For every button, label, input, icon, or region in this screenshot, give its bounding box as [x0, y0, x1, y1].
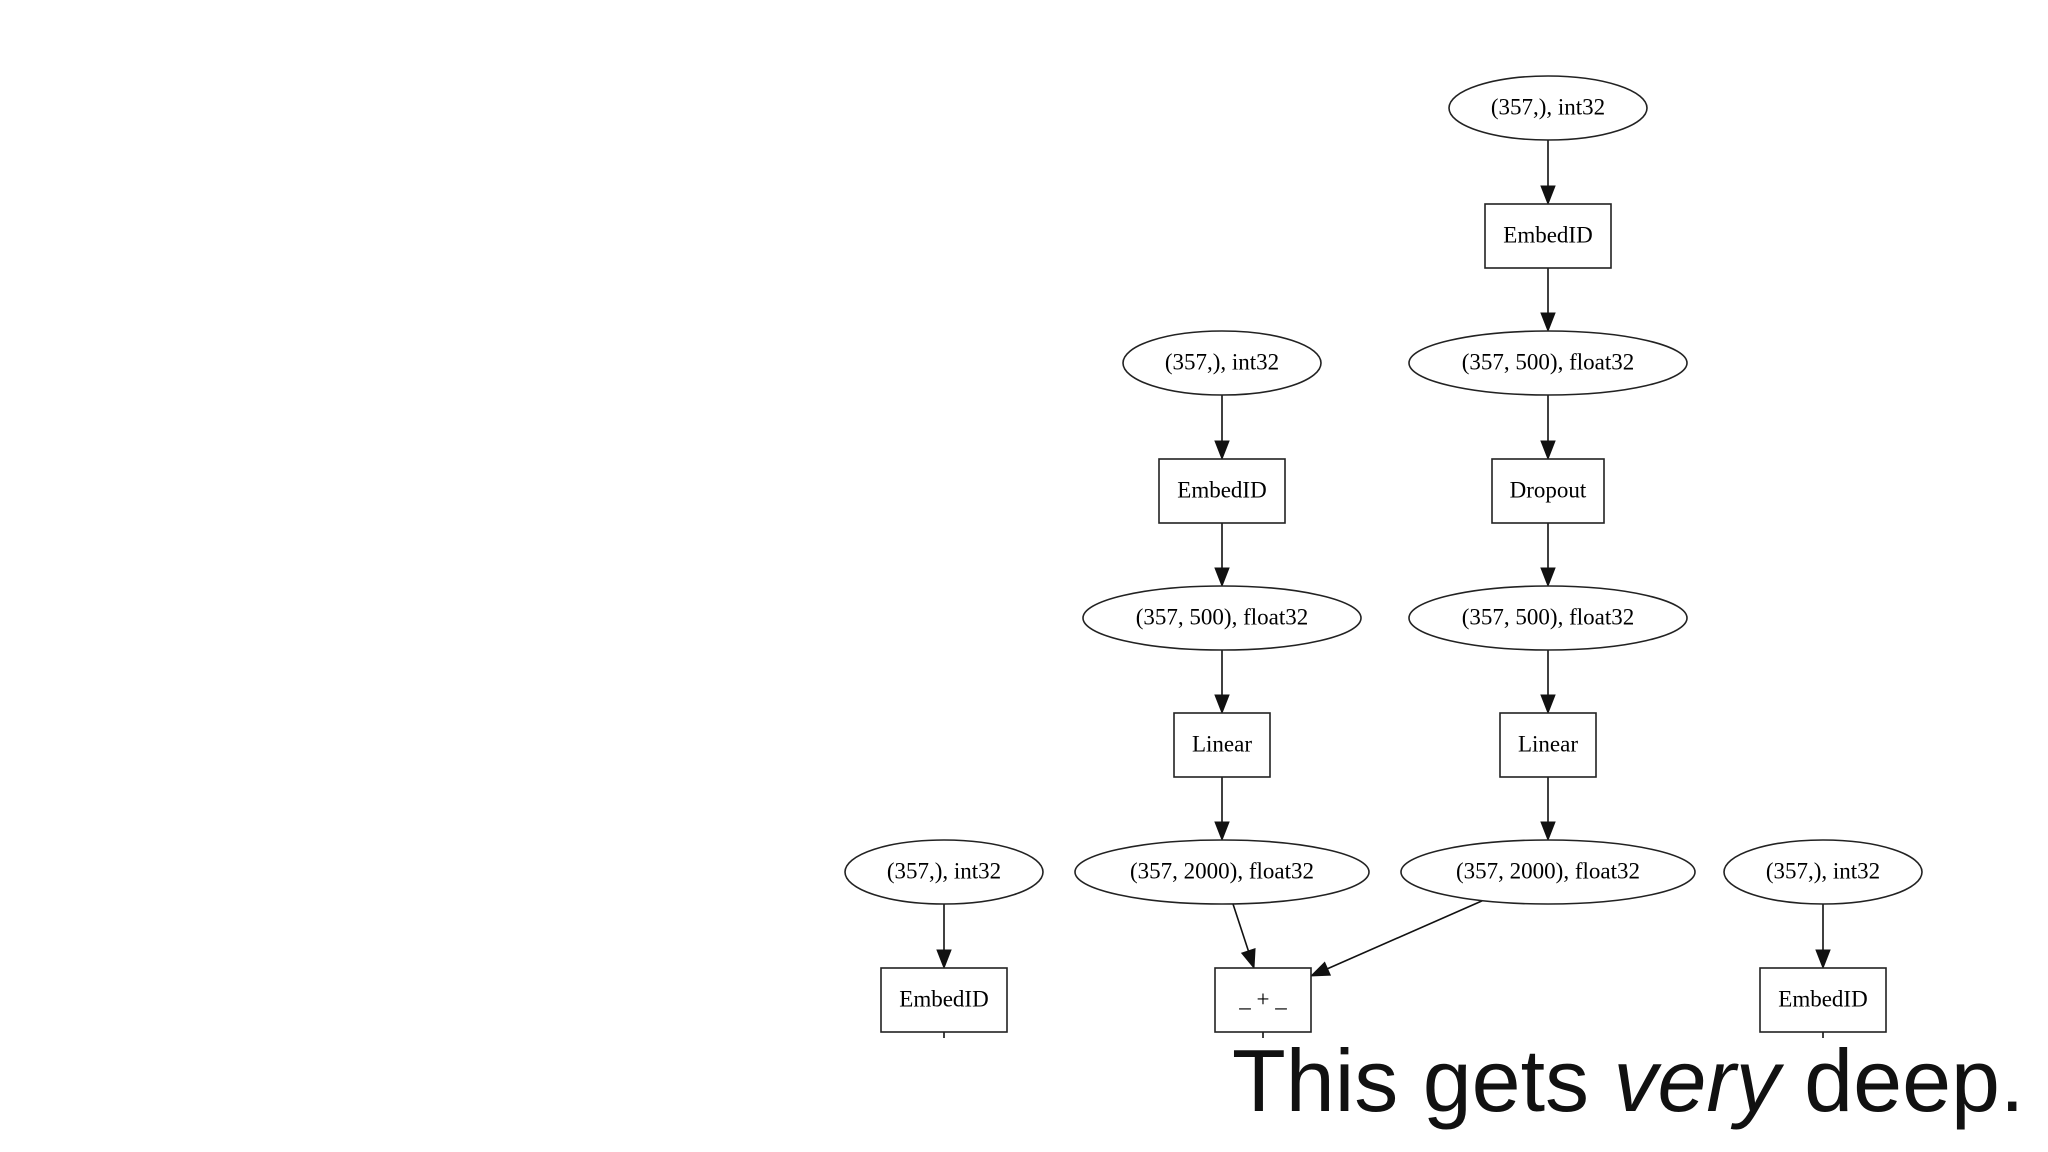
node-label: (357,), int32	[1766, 858, 1880, 883]
graph-edge	[1815, 904, 1831, 970]
graph-edge	[1540, 523, 1556, 588]
box-node-shape	[1484, 203, 1612, 269]
caption-text-before: This gets	[1232, 1031, 1614, 1130]
graph-node: _ + _	[1214, 967, 1312, 1033]
box-node-shape	[1158, 458, 1286, 524]
graph-edge	[1214, 777, 1230, 842]
graph-edge	[1214, 650, 1230, 715]
node-label: (357,), int32	[1491, 94, 1605, 119]
slide-caption: This gets very deep.	[1232, 1030, 2024, 1131]
node-label: EmbedID	[1503, 222, 1592, 247]
graph-node: EmbedID	[1158, 458, 1286, 524]
graph-node: EmbedID	[1759, 967, 1887, 1033]
graph-edge	[1540, 395, 1556, 461]
graph-node: (357, 2000), float32	[1074, 839, 1370, 905]
node-label: (357,), int32	[1165, 349, 1279, 374]
edge-line	[1327, 899, 1485, 970]
node-label: Dropout	[1510, 477, 1587, 502]
graph-edge	[1540, 650, 1556, 715]
ellipse-node-shape	[1448, 75, 1648, 141]
graph-node: Linear	[1173, 712, 1271, 778]
edge-line	[1232, 903, 1250, 952]
graph-edge	[936, 904, 952, 970]
ellipse-node-shape	[1082, 585, 1362, 651]
box-node-shape	[1173, 712, 1271, 778]
ellipse-node-shape	[1723, 839, 1923, 905]
ellipse-node-shape	[1074, 839, 1370, 905]
node-label: (357, 500), float32	[1462, 349, 1634, 374]
arrowhead-icon	[1240, 948, 1256, 970]
arrowhead-icon	[1214, 440, 1230, 461]
node-label: _ + _	[1238, 986, 1287, 1011]
arrowhead-icon	[1540, 440, 1556, 461]
arrowhead-icon	[1540, 567, 1556, 588]
box-node-shape	[880, 967, 1008, 1033]
arrowhead-icon	[1815, 949, 1831, 970]
graph-edge	[1214, 395, 1230, 461]
box-node-shape	[1491, 458, 1605, 524]
graph-node: EmbedID	[880, 967, 1008, 1033]
graph-edge	[1232, 903, 1256, 970]
node-label: (357, 2000), float32	[1130, 858, 1314, 883]
graph-edge	[1540, 777, 1556, 842]
ellipse-node-shape	[1400, 839, 1696, 905]
arrowhead-icon	[1540, 821, 1556, 842]
graph-node: (357, 500), float32	[1408, 585, 1688, 651]
graph-edge	[1309, 899, 1485, 977]
box-node-shape	[1214, 967, 1312, 1033]
arrowhead-icon	[1540, 694, 1556, 715]
ellipse-node-shape	[844, 839, 1044, 905]
arrowhead-icon	[1309, 961, 1332, 977]
graph-node: (357, 500), float32	[1408, 330, 1688, 396]
node-label: (357, 500), float32	[1136, 604, 1308, 629]
graph-node: (357, 2000), float32	[1400, 839, 1696, 905]
caption-emphasis: very	[1613, 1031, 1780, 1130]
node-label: EmbedID	[899, 986, 988, 1011]
graph-node: (357,), int32	[1122, 330, 1322, 396]
box-node-shape	[1759, 967, 1887, 1033]
arrowhead-icon	[1214, 821, 1230, 842]
arrowhead-icon	[1540, 312, 1556, 333]
graph-edge	[1214, 523, 1230, 588]
ellipse-node-shape	[1122, 330, 1322, 396]
arrowhead-icon	[936, 949, 952, 970]
ellipse-node-shape	[1408, 330, 1688, 396]
node-label: EmbedID	[1778, 986, 1867, 1011]
ellipse-node-shape	[1408, 585, 1688, 651]
graph-node: EmbedID	[1484, 203, 1612, 269]
node-label: (357,), int32	[887, 858, 1001, 883]
graph-node: (357,), int32	[1723, 839, 1923, 905]
graph-node: (357,), int32	[844, 839, 1044, 905]
graph-node: Dropout	[1491, 458, 1605, 524]
caption-text-after: deep.	[1779, 1031, 2025, 1130]
node-label: (357, 2000), float32	[1456, 858, 1640, 883]
graph-node: (357, 500), float32	[1082, 585, 1362, 651]
graph-edge	[1540, 268, 1556, 333]
node-label: EmbedID	[1177, 477, 1266, 502]
node-label: Linear	[1192, 731, 1252, 756]
edges-layer	[936, 140, 1831, 1038]
box-node-shape	[1499, 712, 1597, 778]
arrowhead-icon	[1214, 694, 1230, 715]
node-label: Linear	[1518, 731, 1578, 756]
node-label: (357, 500), float32	[1462, 604, 1634, 629]
graph-edge	[1540, 140, 1556, 206]
graph-node: Linear	[1499, 712, 1597, 778]
graph-node: (357,), int32	[1448, 75, 1648, 141]
arrowhead-icon	[1214, 567, 1230, 588]
arrowhead-icon	[1540, 185, 1556, 206]
